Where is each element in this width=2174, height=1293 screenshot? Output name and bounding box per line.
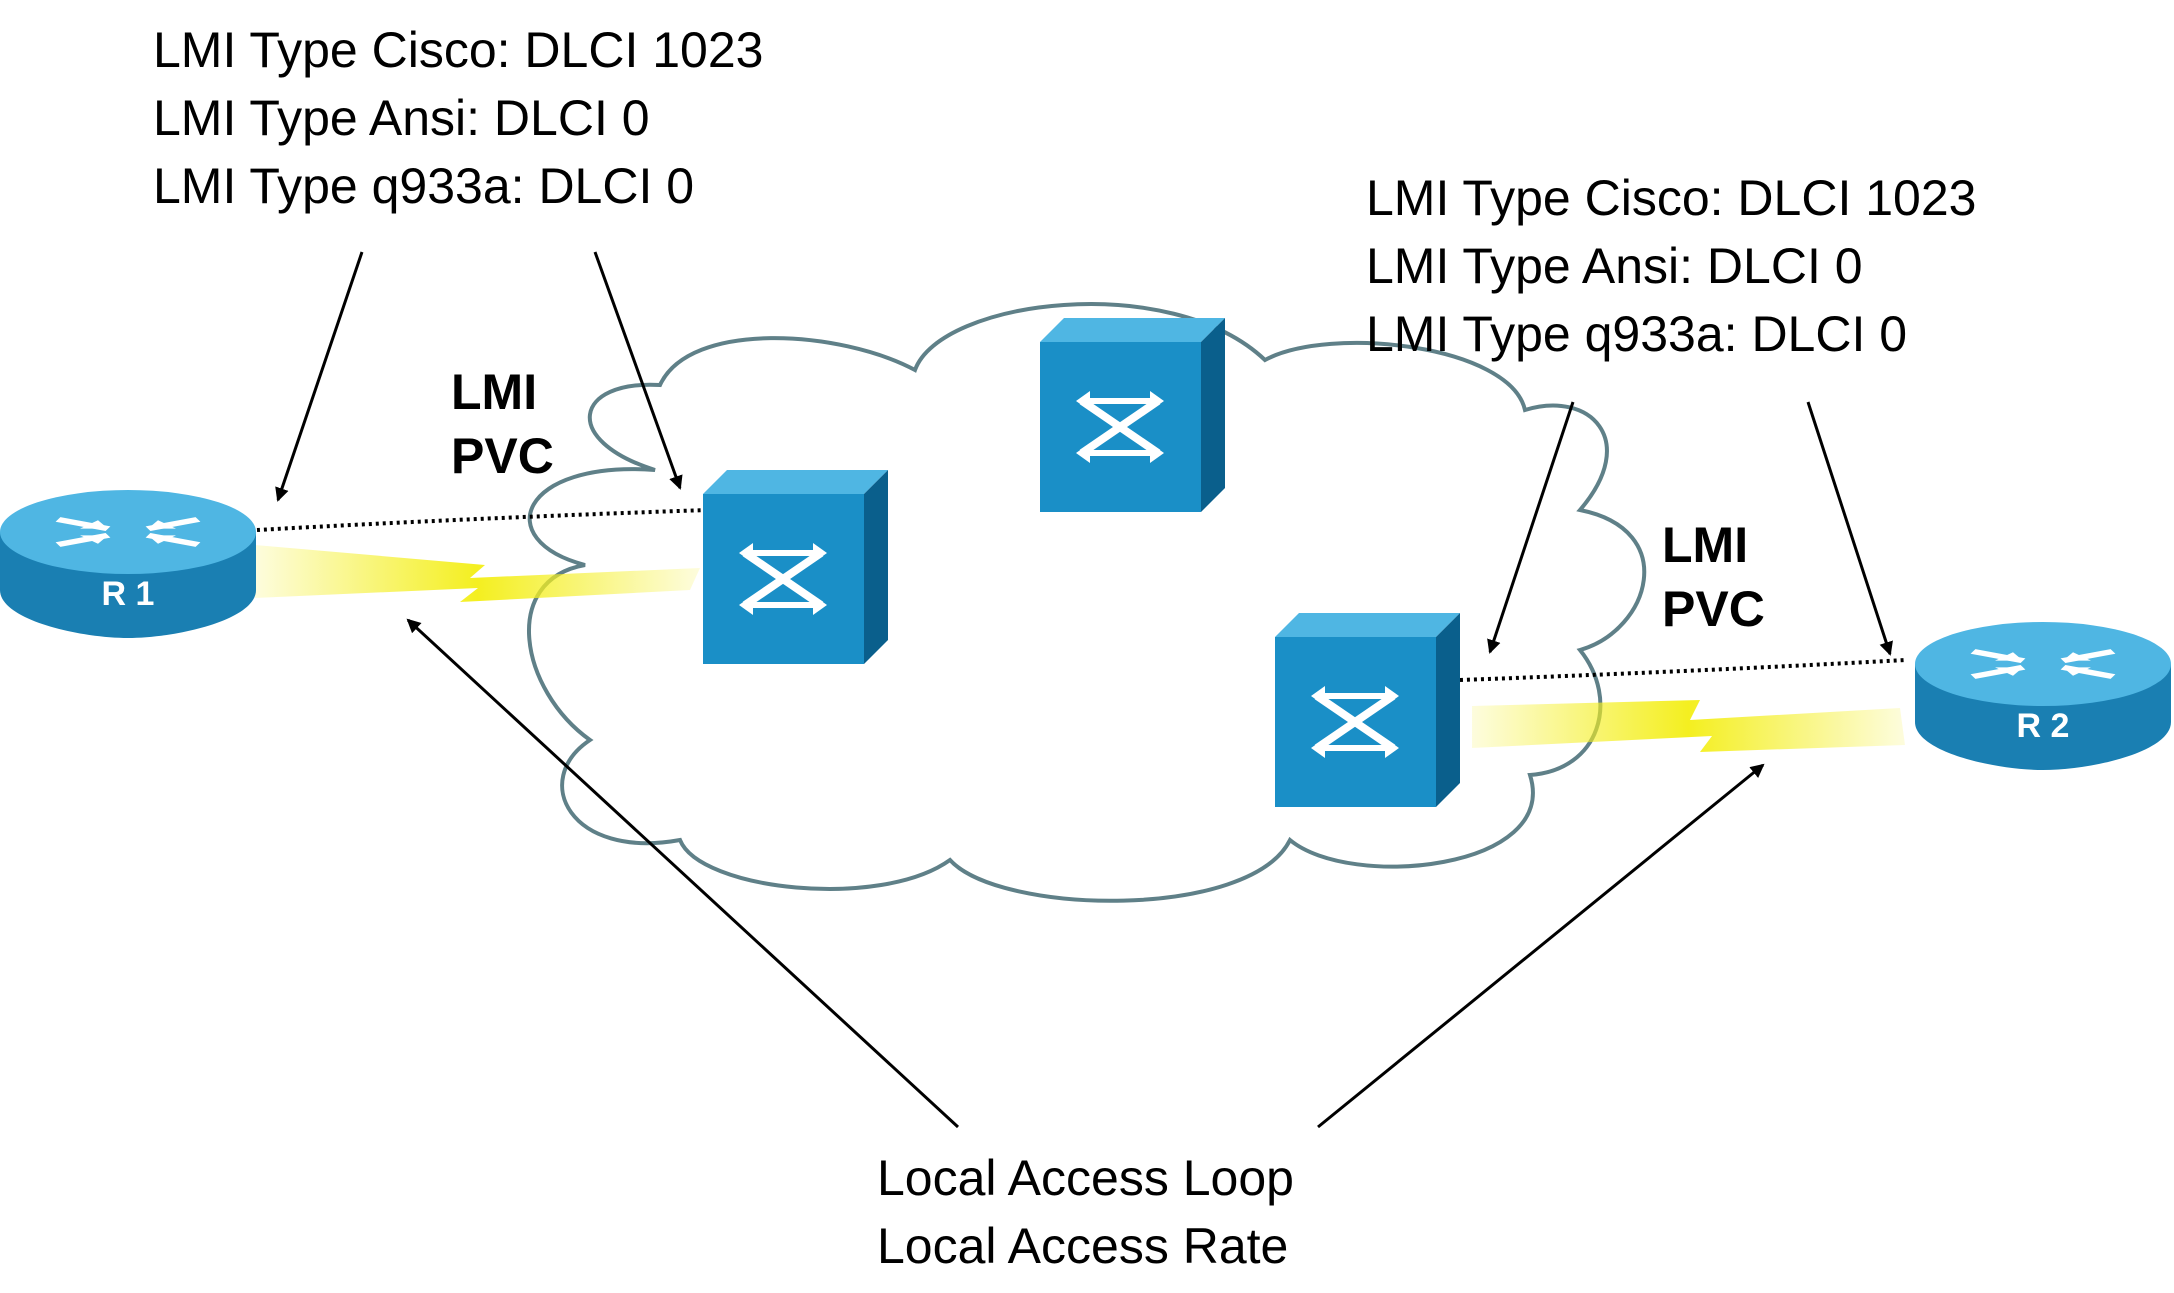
- router-r1[interactable]: R 1: [0, 490, 256, 638]
- frame-relay-switch-right[interactable]: [1275, 613, 1460, 807]
- access-link-left: [255, 545, 700, 602]
- lmi-line: LMI Type q933a: DLCI 0: [1366, 306, 1908, 362]
- access-line: Local Access Loop: [877, 1150, 1294, 1206]
- lmi-dotted-link-right: [1459, 658, 1906, 682]
- lmi-type-label-right: LMI Type Cisco: DLCI 1023 LMI Type Ansi:…: [1366, 164, 1976, 368]
- lmi-pvc-label-right: LMI PVC: [1662, 513, 1765, 641]
- arrow-to-r1-lmi: [275, 251, 364, 502]
- router-arrows-icon: [1970, 649, 2116, 679]
- arrow-to-right-access-loop: [1317, 763, 1765, 1129]
- pvc-line: PVC: [1662, 581, 1765, 637]
- lmi-line: LMI Type Ansi: DLCI 0: [153, 90, 650, 146]
- frame-relay-switch-top[interactable]: [1040, 318, 1225, 512]
- arrow-to-right-switch-lmi: [1487, 401, 1575, 654]
- access-link-right: [1472, 700, 1905, 752]
- lmi-line: LMI Type Ansi: DLCI 0: [1366, 238, 1863, 294]
- pvc-line: PVC: [451, 428, 554, 484]
- arrow-to-r2-lmi: [1806, 401, 1893, 656]
- access-line: Local Access Rate: [877, 1218, 1289, 1274]
- router-r2-label: R 2: [2017, 707, 2070, 745]
- lmi-pvc-label-left: LMI PVC: [451, 360, 554, 488]
- router-r1-label: R 1: [102, 575, 155, 613]
- lmi-line: LMI Type q933a: DLCI 0: [153, 158, 695, 214]
- local-access-label: Local Access Loop Local Access Rate: [877, 1144, 1294, 1280]
- frame-relay-switch-left[interactable]: [703, 470, 888, 664]
- lmi-line: LMI Type Cisco: DLCI 1023: [153, 22, 764, 78]
- arrow-to-left-switch-lmi: [593, 251, 683, 490]
- router-arrows-icon: [55, 517, 201, 547]
- pvc-line: LMI: [1662, 517, 1749, 573]
- pvc-line: LMI: [451, 364, 538, 420]
- lmi-type-label-left: LMI Type Cisco: DLCI 1023 LMI Type Ansi:…: [153, 16, 763, 220]
- router-r2[interactable]: R 2: [1915, 622, 2171, 770]
- arrow-to-left-access-loop: [406, 618, 960, 1129]
- lmi-line: LMI Type Cisco: DLCI 1023: [1366, 170, 1977, 226]
